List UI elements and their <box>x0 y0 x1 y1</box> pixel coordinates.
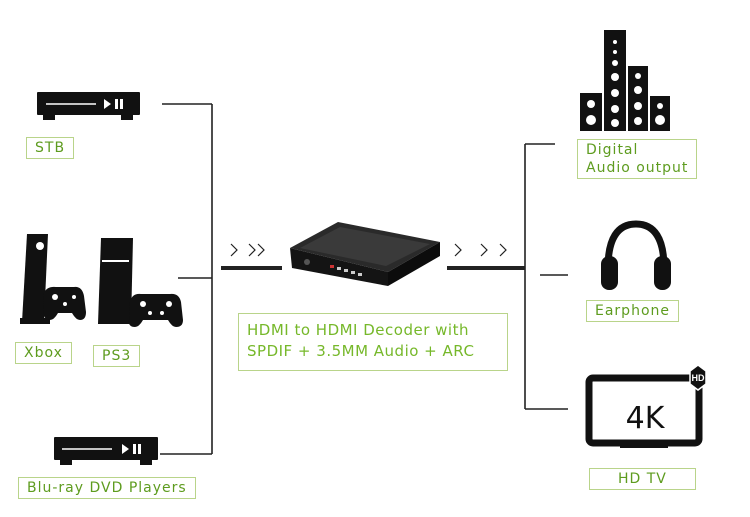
ps3-icon <box>98 238 183 327</box>
earphone-label: Earphone <box>586 300 679 322</box>
stb-label: STB <box>26 137 75 159</box>
hd-badge <box>689 364 707 391</box>
digital-audio-output-line2: Audio output <box>586 160 689 176</box>
speaker-system-icon <box>580 30 670 131</box>
headphones-icon <box>601 220 671 290</box>
stb-icon <box>37 92 140 120</box>
input-arrows <box>230 243 265 257</box>
ps3-label: PS3 <box>93 345 141 367</box>
decoder-title-line2: SPDIF + 3.5MM Audio + ARC <box>247 342 475 360</box>
hdtv-label: HD TV <box>589 468 696 490</box>
output-arrows <box>454 243 507 257</box>
tv-screen-text: 4K <box>626 401 666 436</box>
digital-audio-output-line1: Digital <box>586 142 639 158</box>
xbox-icon <box>20 234 86 324</box>
source-connector-lines <box>160 103 213 455</box>
decoder-title-line1: HDMI to HDMI Decoder with <box>247 321 469 339</box>
bluray-label: Blu-ray DVD Players <box>18 477 196 499</box>
bluray-player-icon <box>54 437 158 465</box>
decoder-device-icon <box>290 222 440 286</box>
output-connector-lines <box>524 143 568 410</box>
tv-icon: HD 4K <box>585 364 707 448</box>
digital-audio-output-label: Digital Audio output <box>577 139 698 179</box>
hd-badge-text: HD <box>692 373 705 383</box>
xbox-label: Xbox <box>15 342 72 364</box>
decoder-title-box: HDMI to HDMI Decoder with SPDIF + 3.5MM … <box>238 313 508 371</box>
